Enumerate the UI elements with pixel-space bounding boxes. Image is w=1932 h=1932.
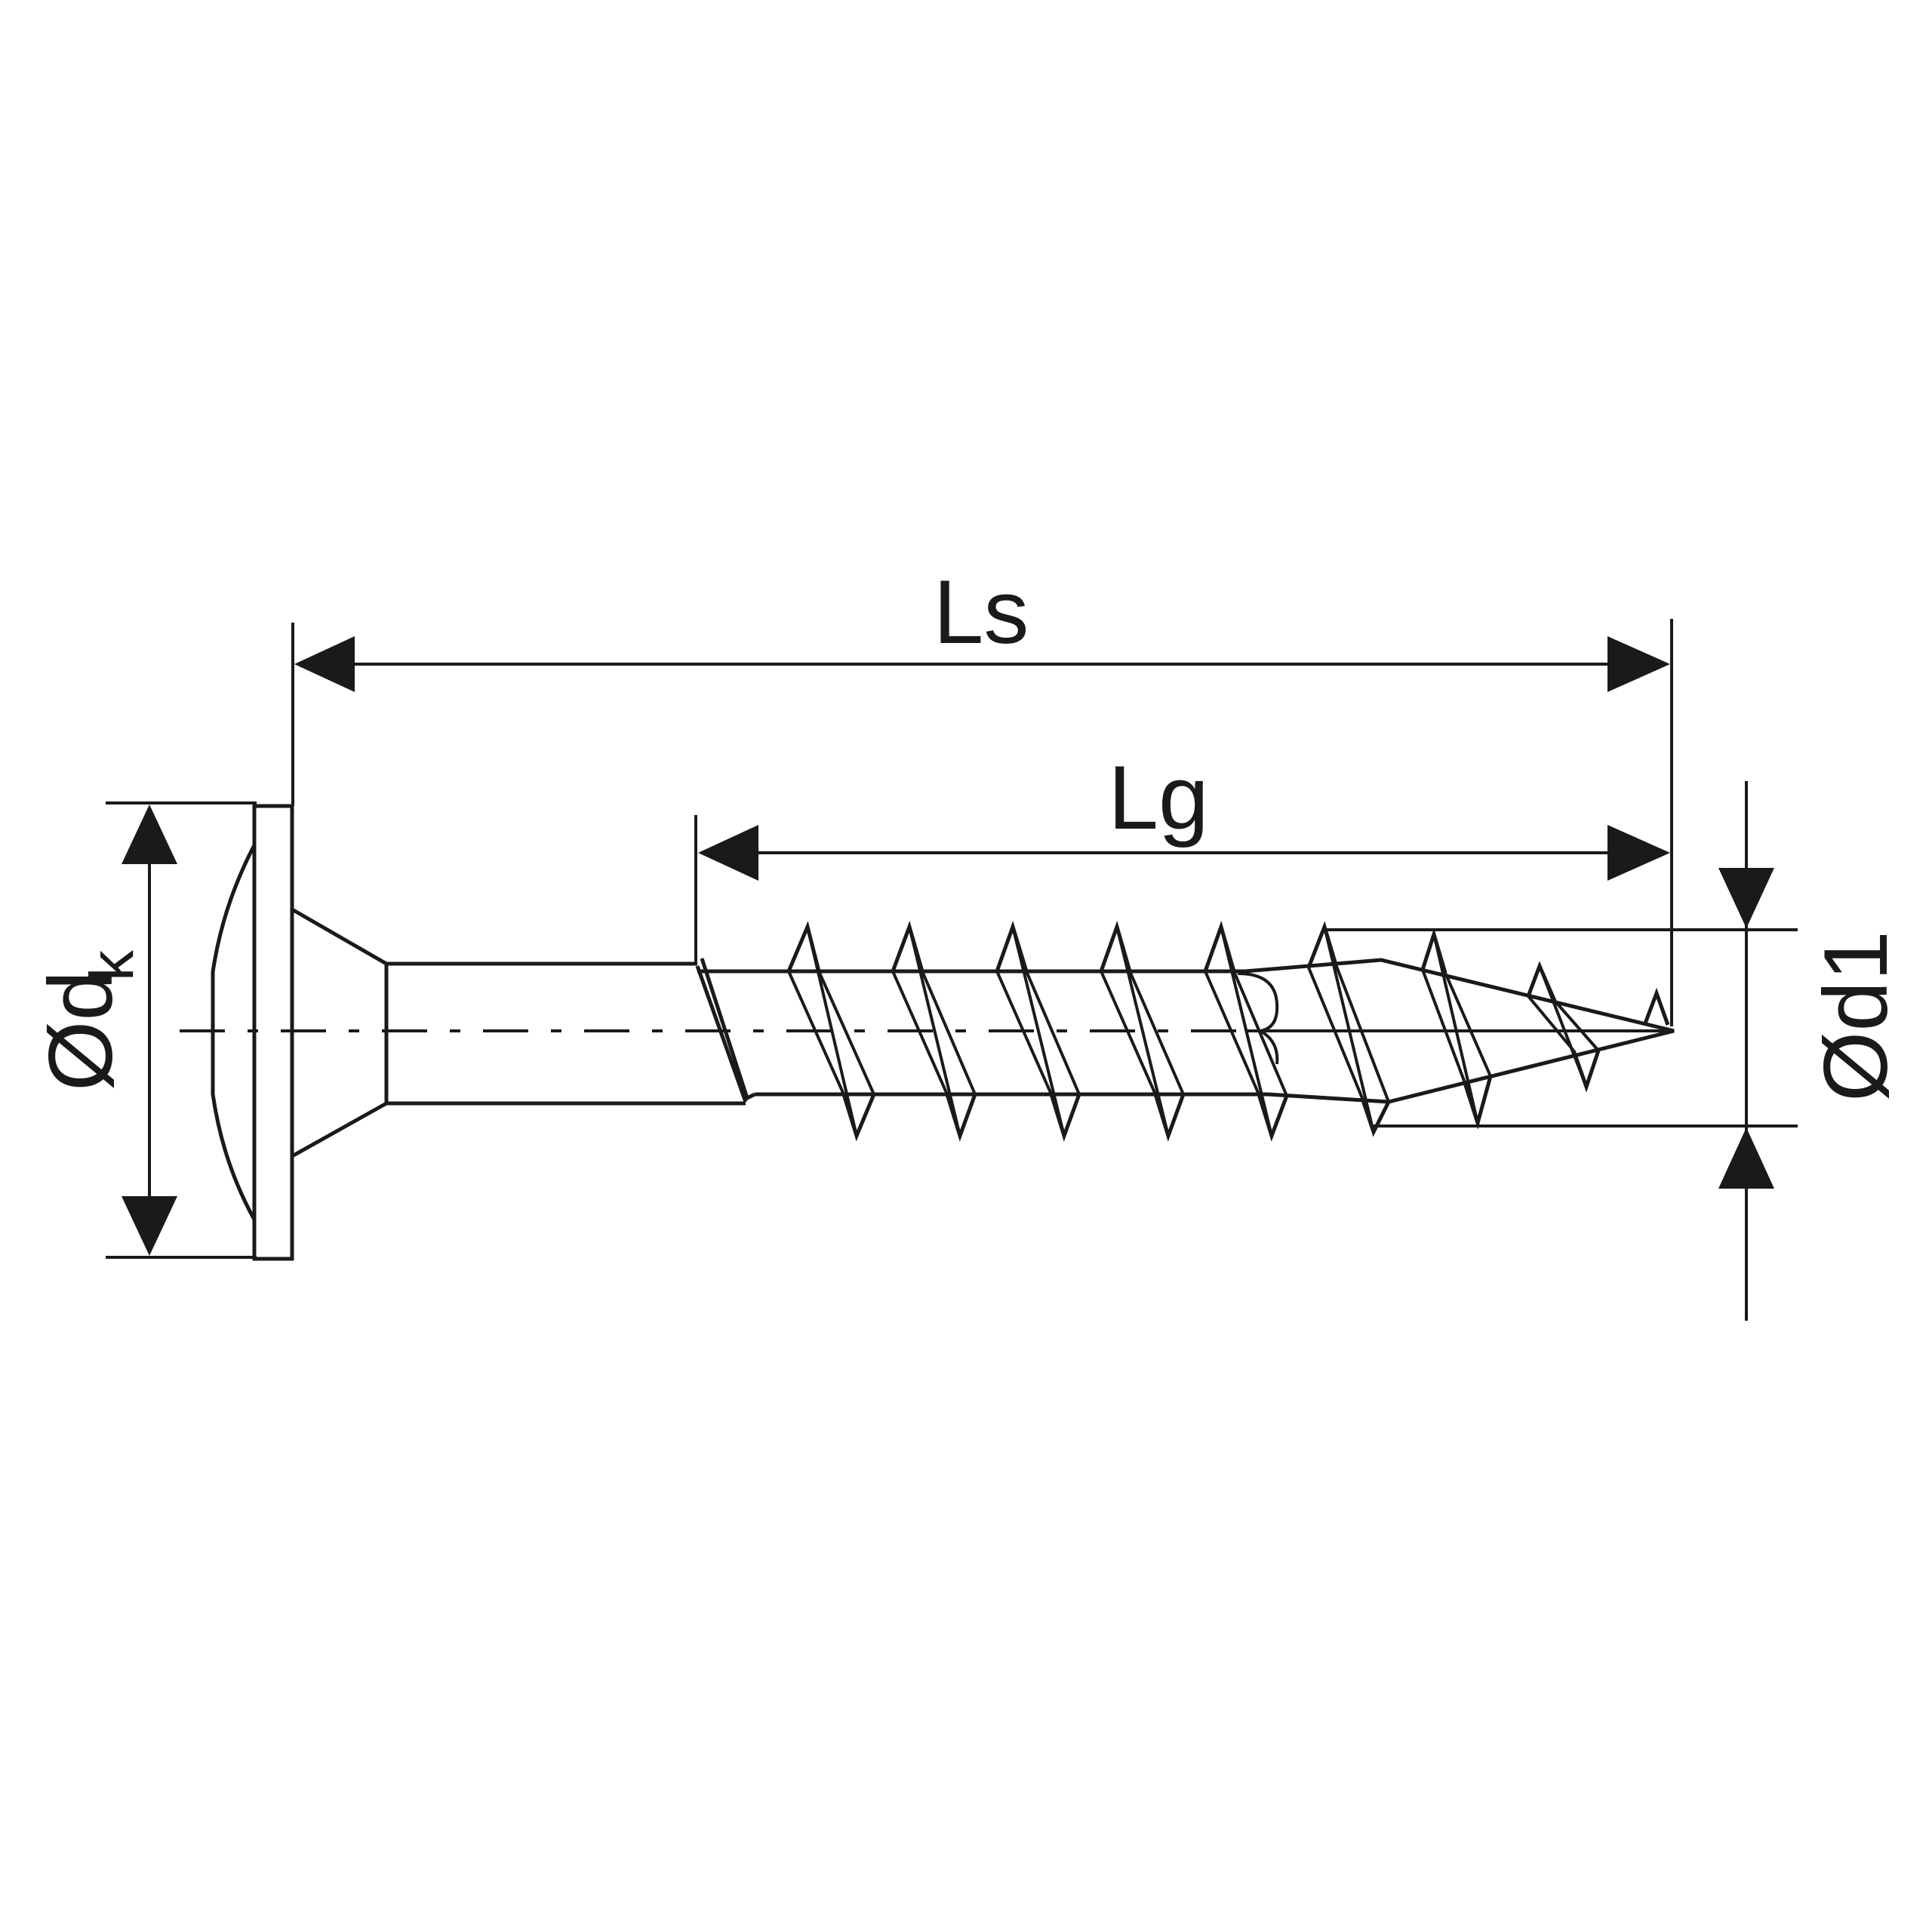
lg-arrow-left [698, 825, 758, 881]
thread-flank [787, 926, 875, 1137]
dimension-dk: Ød k [30, 801, 257, 1259]
thread-flank [1527, 965, 1600, 1088]
dk-label-subscript: k [78, 949, 146, 981]
dk-arrow-top [122, 804, 177, 864]
dk-label: Ød [30, 971, 131, 1091]
d1-arrow-top [1718, 868, 1774, 928]
ls-label: Ls [934, 561, 1029, 663]
thread-flank [1100, 926, 1185, 1137]
thread-flank [1421, 934, 1492, 1124]
dimension-d1: Ød1 [1324, 781, 1906, 1321]
thread-start [695, 958, 756, 1103]
dk-arrow-bottom [122, 1196, 177, 1256]
thread-crest-top [786, 921, 821, 972]
dimension-ls: Ls [291, 561, 1673, 1026]
ls-arrow-left [294, 636, 355, 692]
head-countersink [291, 907, 389, 1158]
head-dome [211, 844, 257, 1221]
thread-section [695, 920, 1675, 1142]
thread-flank [1204, 926, 1288, 1137]
thread-flank [1307, 926, 1390, 1133]
lg-arrow-right [1607, 825, 1670, 881]
screw-shank [386, 961, 746, 1106]
dimension-lg: Lg [694, 747, 1670, 962]
dk-label-group: Ød k [30, 949, 146, 1091]
thread-cutter-detail [1237, 972, 1279, 1065]
ls-arrow-right [1607, 636, 1670, 692]
thread-crest-top [1643, 987, 1670, 1026]
lg-label: Lg [1108, 747, 1208, 848]
thread-flank [995, 926, 1081, 1137]
thread-flank [891, 926, 977, 1137]
thread-root-bottom [1571, 1050, 1601, 1093]
d1-arrow-bottom [1718, 1128, 1774, 1189]
d1-label: Ød1 [1805, 931, 1906, 1102]
